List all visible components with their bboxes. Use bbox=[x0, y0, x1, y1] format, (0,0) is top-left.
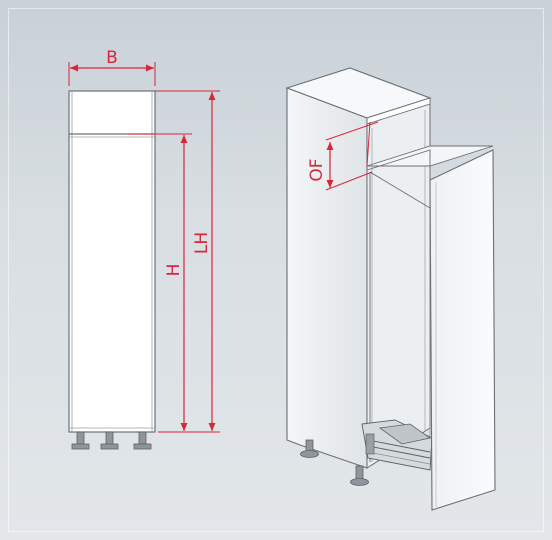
dimension-of bbox=[325, 121, 379, 191]
dimension-b bbox=[68, 62, 156, 86]
pullout-door-panel bbox=[429, 149, 496, 511]
dimension-h bbox=[128, 133, 192, 433]
front-view-cabinet bbox=[68, 90, 156, 450]
cabinet-side-panel bbox=[286, 87, 368, 469]
dimension-lh bbox=[155, 90, 220, 433]
isometric-cabinet bbox=[285, 67, 496, 511]
isometric-legs bbox=[300, 439, 369, 486]
pullout-runner bbox=[361, 419, 433, 471]
width-label: B bbox=[106, 48, 118, 68]
cabinet-body bbox=[68, 90, 156, 433]
total-height-label: LH bbox=[192, 232, 212, 254]
offset-label: OF bbox=[307, 158, 327, 181]
cabinet-legs bbox=[71, 431, 152, 450]
height-label: H bbox=[164, 264, 184, 277]
